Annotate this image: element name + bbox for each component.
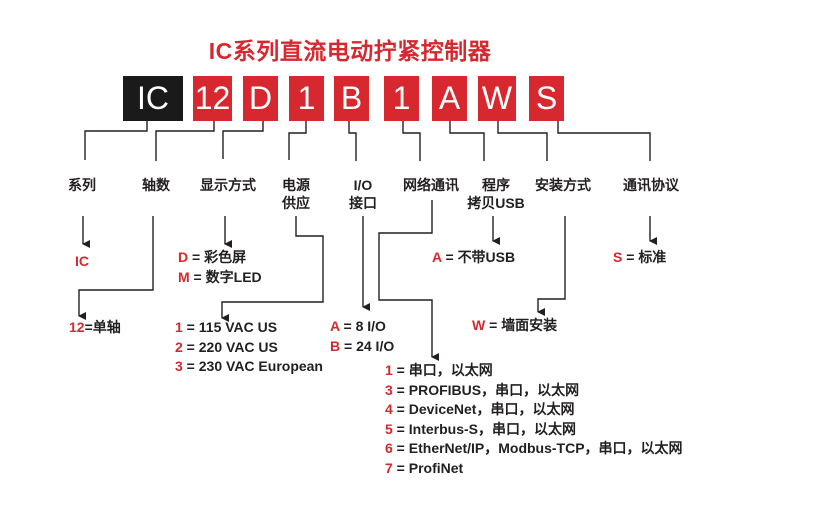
code-box-protocol: S bbox=[529, 76, 564, 121]
option-item: IC bbox=[75, 253, 89, 269]
category-protocol: 通讯协议 bbox=[623, 177, 679, 193]
code-box-mount: W bbox=[478, 76, 516, 121]
option-item: 7 = ProfiNet bbox=[385, 459, 464, 476]
option-item: 4 = DeviceNet，串口，以太网 bbox=[385, 401, 575, 417]
options-mount: W = 墙面安装 bbox=[472, 316, 557, 336]
category-series: 系列 bbox=[68, 177, 96, 193]
arrow-axes bbox=[78, 216, 154, 320]
option-item: 3 = 230 VAC European bbox=[175, 358, 323, 374]
category-network: 网络通讯 bbox=[403, 177, 459, 193]
option-item: 5 = Interbus-S，串口，以太网 bbox=[385, 420, 576, 437]
code-box-usb: A bbox=[432, 76, 467, 121]
diagram-title: IC系列直流电动拧紧控制器 bbox=[208, 38, 492, 64]
option-item: 1 = 串口，以太网 bbox=[385, 362, 493, 378]
arrow-power bbox=[221, 216, 324, 322]
connector-network bbox=[402, 121, 421, 161]
option-item: 2 = 220 VAC US bbox=[175, 338, 278, 355]
code-box-network: 1 bbox=[384, 76, 419, 121]
connector-axes bbox=[155, 121, 215, 161]
code-box-io: B bbox=[334, 76, 369, 121]
connector-usb bbox=[449, 121, 485, 161]
category-usb: 程序拷贝USB bbox=[467, 177, 525, 211]
code-box-display: D bbox=[243, 76, 278, 121]
option-item: M = 数字LED bbox=[178, 268, 262, 285]
option-item: W = 墙面安装 bbox=[472, 317, 558, 333]
connector-display bbox=[222, 121, 264, 159]
options-display: D = 彩色屏 M = 数字LED bbox=[178, 248, 262, 287]
options-usb: A = 不带USB bbox=[432, 248, 515, 268]
option-item: 1 = 115 VAC US bbox=[175, 319, 278, 335]
options-protocol: S = 标准 bbox=[613, 248, 666, 268]
option-item: 12=单轴 bbox=[69, 319, 121, 335]
options-io: A = 8 I/O B = 24 I/O bbox=[330, 317, 394, 356]
option-item: A = 8 I/O bbox=[330, 318, 386, 334]
connector-protocol bbox=[557, 121, 651, 161]
category-axes: 轴数 bbox=[142, 177, 170, 193]
code-box-axes: 12 bbox=[193, 76, 232, 121]
option-item: S = 标准 bbox=[613, 249, 667, 265]
option-item: B = 24 I/O bbox=[330, 337, 395, 354]
category-mount: 安装方式 bbox=[535, 177, 591, 193]
option-item: A = 不带USB bbox=[432, 249, 516, 265]
connector-io bbox=[348, 121, 357, 161]
options-axes: 12=单轴 bbox=[69, 318, 121, 338]
connector-mount bbox=[497, 121, 548, 161]
category-display: 显示方式 bbox=[200, 177, 256, 193]
options-series: IC bbox=[75, 252, 89, 272]
category-power: 电源供应 bbox=[282, 177, 310, 211]
arrow-network bbox=[378, 200, 439, 361]
option-item: D = 彩色屏 bbox=[178, 249, 247, 265]
connector-power bbox=[288, 121, 307, 160]
options-power: 1 = 115 VAC US 2 = 220 VAC US 3 = 230 VA… bbox=[175, 318, 323, 377]
arrow-mount bbox=[537, 216, 566, 316]
code-box-series: IC bbox=[123, 76, 183, 121]
code-box-power: 1 bbox=[289, 76, 324, 121]
connector-series bbox=[84, 121, 148, 160]
options-network: 1 = 串口，以太网 3 = PROFIBUS，串口，以太网 4 = Devic… bbox=[385, 361, 683, 478]
option-item: 6 = EtherNet/IP，Modbus-TCP，串口，以太网 bbox=[385, 440, 683, 456]
option-item: 3 = PROFIBUS，串口，以太网 bbox=[385, 381, 580, 398]
